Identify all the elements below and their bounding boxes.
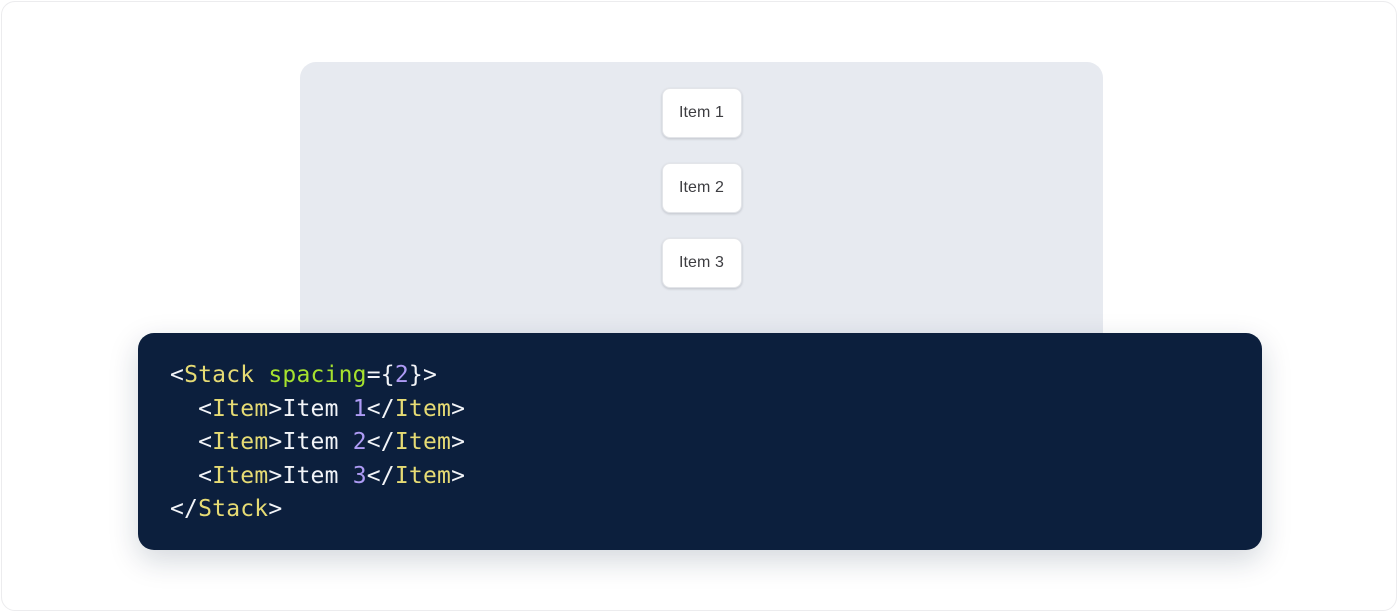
code-token-tag: Item — [394, 429, 452, 456]
stack-item-label: Item 2 — [678, 179, 725, 196]
code-token-num: 2 — [352, 429, 367, 456]
code-token-punc: > — [268, 496, 283, 523]
code-token-punc: < — [198, 462, 213, 489]
stack-item[interactable]: Item 2 — [661, 163, 742, 213]
code-token-tag: Stack — [198, 496, 269, 523]
stack-item[interactable]: Item 1 — [661, 88, 742, 138]
code-token-punc: </ — [366, 462, 395, 489]
code-token-text — [254, 362, 268, 388]
stack-container: Item 1 Item 2 Item 3 — [300, 62, 1103, 288]
code-snippet-text: <Stack spacing={2}> <Item>Item 1</Item> … — [170, 359, 1230, 527]
code-token-num: 3 — [352, 462, 367, 489]
code-token-punc: < — [198, 395, 213, 422]
code-token-tag: Item — [212, 462, 269, 489]
code-token-num: 2 — [394, 362, 409, 388]
code-token-punc: > — [268, 429, 283, 456]
code-token-punc: </ — [366, 395, 395, 422]
code-token-punc: > — [268, 462, 283, 489]
code-token-text: Item — [282, 429, 353, 456]
code-token-num: 1 — [352, 395, 367, 422]
code-token-punc: </ — [170, 496, 199, 523]
stack-item-label: Item 1 — [678, 104, 725, 121]
code-snippet-block[interactable]: <Stack spacing={2}> <Item>Item 1</Item> … — [138, 333, 1262, 550]
code-line: <Item>Item 1</Item> — [170, 396, 465, 422]
code-token-text: Item — [282, 395, 353, 422]
code-token-tag: Stack — [184, 362, 255, 388]
code-line: <Stack spacing={2}> — [170, 362, 437, 388]
code-token-punc: }> — [408, 362, 437, 388]
code-token-punc: > — [451, 429, 466, 456]
code-token-text: Item — [282, 462, 353, 489]
code-token-tag: Item — [212, 395, 269, 422]
code-token-punc: > — [268, 395, 283, 422]
code-token-punc: ={ — [366, 362, 395, 388]
code-line: <Item>Item 3</Item> — [170, 463, 465, 489]
code-token-tag: Item — [394, 462, 452, 489]
code-token-punc: </ — [366, 429, 395, 456]
code-token-tag: Item — [394, 395, 452, 422]
stack-item-label: Item 3 — [678, 254, 725, 271]
code-token-attr: spacing — [268, 362, 367, 388]
code-token-punc: < — [170, 362, 185, 388]
code-token-punc: > — [451, 395, 466, 422]
code-line: <Item>Item 2</Item> — [170, 429, 465, 455]
stack-preview-panel: Item 1 Item 2 Item 3 — [300, 62, 1103, 358]
stack-item[interactable]: Item 3 — [661, 238, 742, 288]
code-token-punc: > — [451, 462, 466, 489]
code-token-tag: Item — [212, 429, 269, 456]
code-line: </Stack> — [170, 496, 282, 522]
code-token-punc: < — [198, 429, 213, 456]
